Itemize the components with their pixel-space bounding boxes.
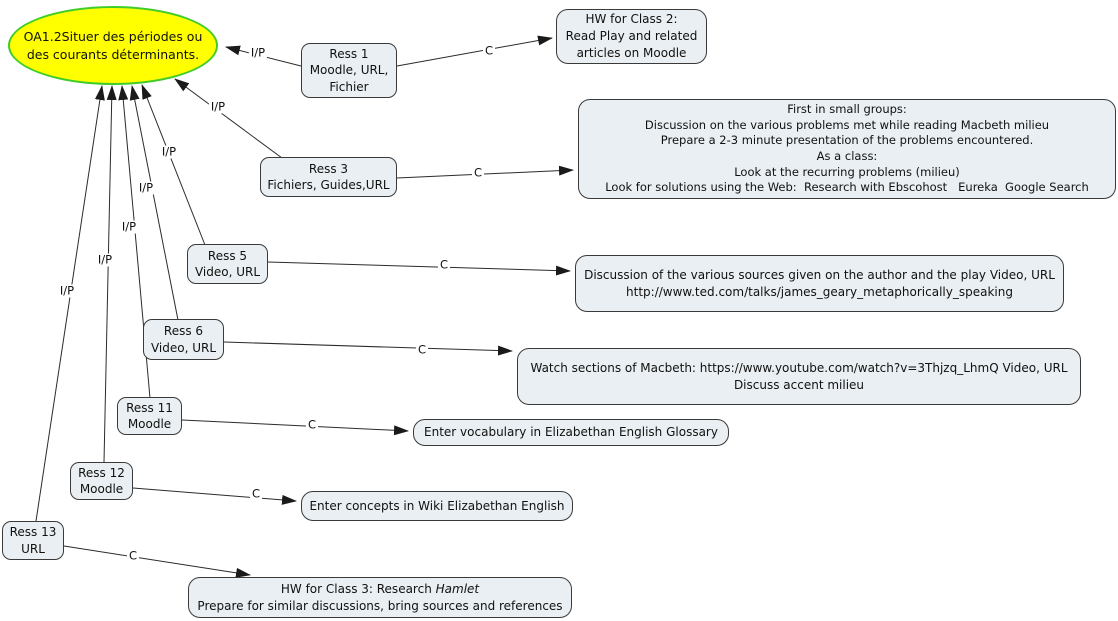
activity-node-wiki-concepts[interactable]: Enter concepts in Wiki Elizabethan Engli…	[301, 491, 573, 521]
resource-node-ress-13[interactable]: Ress 13 URL	[2, 521, 64, 560]
link-label-c-ress6[interactable]: C	[415, 342, 429, 357]
link-ress6-concept[interactable]	[129, 85, 179, 321]
hw-class-3-line-2: Prepare for similar discussions, bring s…	[197, 598, 563, 613]
link-ress13-hw3[interactable]	[63, 545, 251, 578]
link-label-ip-ress3[interactable]: I/P	[208, 99, 228, 114]
resource-node-ress-6[interactable]: Ress 6 Video, URL	[143, 319, 224, 360]
link-label-ip-ress6[interactable]: I/P	[136, 180, 156, 195]
link-label-ip-ress11[interactable]: I/P	[119, 219, 139, 234]
link-label-ip-ress1[interactable]: I/P	[248, 45, 268, 60]
link-ress1-hw2[interactable]	[396, 35, 553, 67]
link-label-c-ress3[interactable]: C	[471, 165, 485, 180]
link-ress12-wiki[interactable]	[132, 487, 297, 505]
hw-class-3-line-1: HW for Class 3: Research Hamlet	[280, 581, 480, 596]
concept-node-objective[interactable]: OA1.2Situer des périodes ou des courants…	[8, 6, 218, 85]
link-label-ip-ress12[interactable]: I/P	[95, 252, 115, 267]
activity-node-ted-talk-discussion[interactable]: Discussion of the various sources given …	[575, 255, 1064, 312]
link-ress6-watch[interactable]	[223, 341, 513, 356]
activity-node-watch-macbeth[interactable]: Watch sections of Macbeth: https://www.y…	[517, 348, 1081, 405]
link-ress3-concept[interactable]	[174, 78, 283, 159]
link-label-ip-ress13[interactable]: I/P	[57, 283, 77, 298]
link-ress12-concept[interactable]	[103, 85, 117, 463]
activity-node-vocab-glossary[interactable]: Enter vocabulary in Elizabethan English …	[413, 419, 729, 446]
resource-node-ress-12[interactable]: Ress 12 Moodle	[70, 462, 133, 500]
resource-node-ress-3[interactable]: Ress 3 Fichiers, Guides,URL	[260, 157, 397, 197]
link-label-c-ress1[interactable]: C	[482, 43, 496, 58]
activity-node-hw-class-2[interactable]: HW for Class 2: Read Play and related ar…	[556, 9, 707, 64]
link-ress11-glossary[interactable]	[181, 419, 409, 436]
resource-node-ress-11[interactable]: Ress 11 Moodle	[117, 397, 182, 435]
link-ress3-discussion[interactable]	[396, 165, 574, 179]
resource-node-ress-1[interactable]: Ress 1 Moodle, URL, Fichier	[301, 43, 397, 98]
activity-node-hw-class-3[interactable]: HW for Class 3: Research Hamlet Prepare …	[188, 577, 572, 618]
link-label-c-ress13[interactable]: C	[126, 548, 140, 563]
hamlet-italic-text: Hamlet	[435, 581, 480, 596]
link-ress5-concept[interactable]	[141, 84, 206, 246]
activity-node-class-discussion-macbeth[interactable]: First in small groups: Discussion on the…	[578, 99, 1116, 199]
link-label-c-ress12[interactable]: C	[249, 486, 263, 501]
link-ress5-tedtalk[interactable]	[267, 261, 571, 276]
link-label-ip-ress5[interactable]: I/P	[159, 144, 179, 159]
link-label-c-ress5[interactable]: C	[437, 257, 451, 272]
link-label-c-ress11[interactable]: C	[305, 417, 319, 432]
resource-node-ress-5[interactable]: Ress 5 Video, URL	[187, 244, 268, 284]
link-ress13-concept[interactable]	[35, 85, 105, 522]
